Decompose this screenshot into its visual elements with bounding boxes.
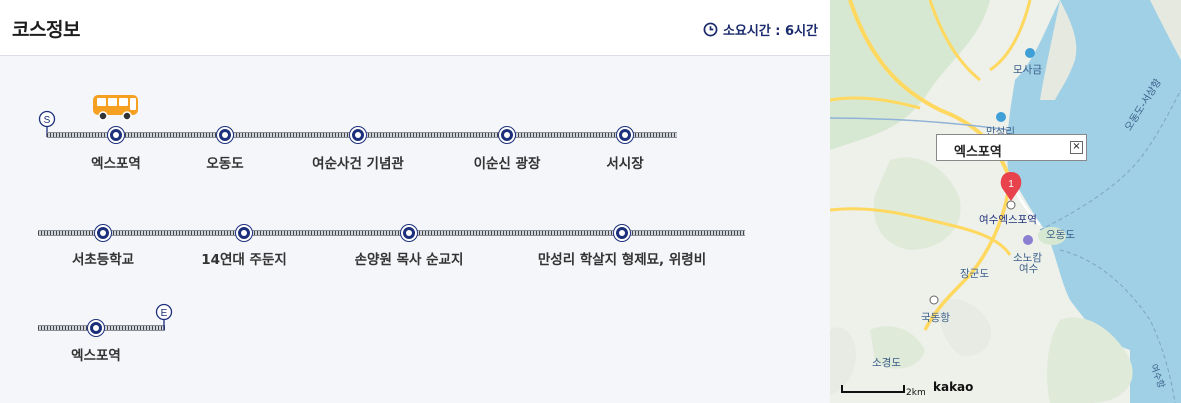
close-icon[interactable]: × — [1070, 141, 1083, 154]
stop-label[interactable]: 서초등학교 — [71, 252, 135, 268]
map-label: 장군도 — [960, 268, 989, 280]
stop-label[interactable]: 만성리 학살지 형제묘, 위령비 — [537, 252, 707, 268]
stop-marker[interactable] — [108, 127, 124, 143]
stop-label[interactable]: 엑스포역 — [91, 156, 141, 172]
stop-label[interactable]: 오동도 — [206, 156, 244, 172]
stop-label[interactable]: 엑스포역 — [71, 348, 121, 364]
page-title: 코스정보 — [12, 19, 80, 41]
map-marker-number: 1 — [1008, 179, 1014, 190]
end-marker: E — [155, 303, 173, 330]
info-window-title: 엑스포역 — [954, 145, 1002, 160]
stop-label[interactable]: 여순사건 기념관 — [312, 156, 404, 172]
stop-label[interactable]: 서시장 — [606, 156, 644, 172]
stop-marker[interactable] — [499, 127, 515, 143]
course-info-header: 코스정보 소요시간 : 6시간 — [0, 0, 830, 56]
end-marker-letter: E — [161, 308, 168, 319]
map-label: 모사금 — [1013, 64, 1042, 76]
duration-text: 소요시간 : 6시간 — [722, 24, 818, 39]
stop-marker[interactable] — [236, 225, 252, 241]
stop-marker[interactable] — [401, 225, 417, 241]
map-label: 소경도 — [872, 357, 901, 369]
map-label: 국동항 — [921, 312, 950, 324]
stop-label[interactable]: 손양원 목사 순교지 — [354, 252, 464, 268]
stop-marker[interactable] — [88, 320, 104, 336]
map-base: 1 — [830, 0, 1181, 403]
bus-icon — [93, 95, 138, 121]
map-label: 오동도 — [1046, 229, 1075, 241]
course-info-panel: 코스정보 소요시간 : 6시간 S 엑스포역 오동도 여순사건 기념관 이순신 … — [0, 0, 830, 364]
stop-marker[interactable] — [217, 127, 233, 143]
start-marker-letter: S — [44, 115, 51, 126]
map-label: 여수엑스포역 — [979, 214, 1037, 226]
stop-marker[interactable] — [614, 225, 630, 241]
route-line-2 — [38, 230, 745, 236]
stop-marker[interactable] — [617, 127, 633, 143]
map-scale-bar — [841, 385, 905, 393]
stop-label[interactable]: 14연대 주둔지 — [201, 252, 287, 268]
map-info-window: 엑스포역 × — [936, 134, 1087, 161]
map-label: 여수 — [1019, 263, 1039, 275]
map-scale-label: 2km — [906, 388, 926, 398]
stop-label[interactable]: 이순신 광장 — [473, 156, 541, 172]
map-label: 소노캄 — [1013, 252, 1042, 264]
clock-icon — [703, 22, 718, 37]
kakao-logo[interactable]: kakao — [933, 380, 974, 394]
duration-info: 소요시간 : 6시간 — [703, 20, 818, 39]
course-map[interactable]: 1 모사금 만성리 오동도-서상항 여수엑스포역 오동도 소노캄 여수 장군도 … — [830, 0, 1181, 403]
stop-marker[interactable] — [95, 225, 111, 241]
stop-marker[interactable] — [350, 127, 366, 143]
